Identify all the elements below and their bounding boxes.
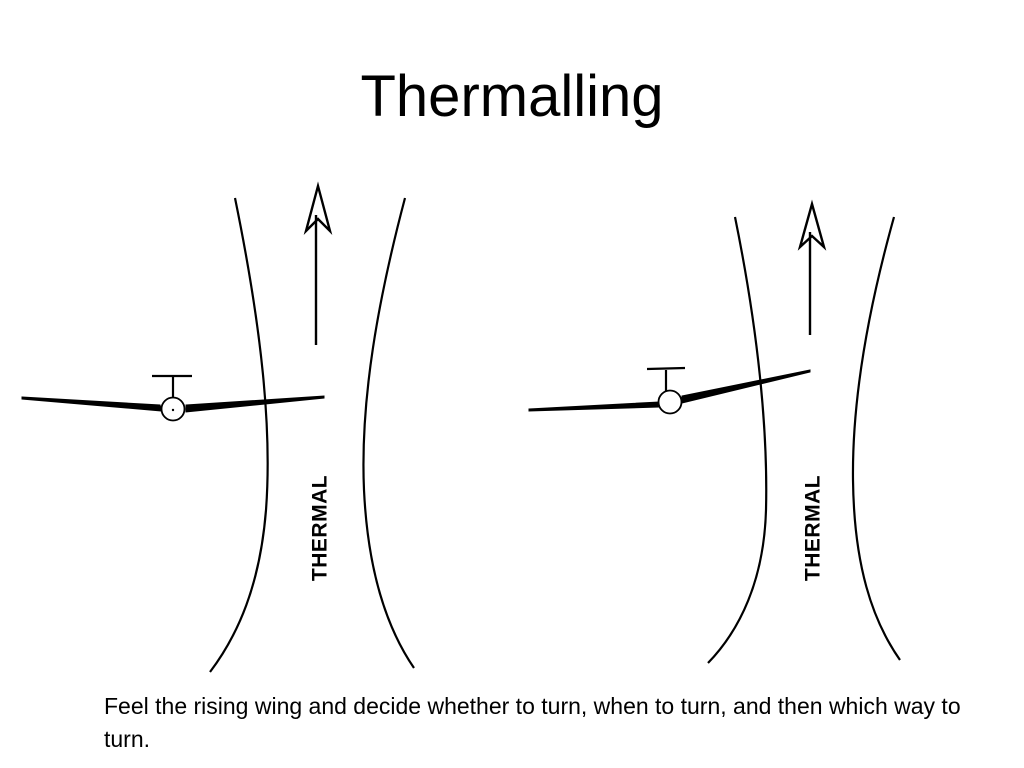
right-thermal-boundary-right [851, 216, 901, 661]
right-thermal-label: THERMAL [802, 475, 825, 581]
left-thermal-boundary-right [362, 197, 415, 669]
right-glider-fuselage [657, 389, 683, 415]
left-rising-air-arrow [303, 181, 333, 345]
left-diagram: THERMAL [21, 181, 415, 673]
left-glider-left-wing [21, 396, 163, 412]
left-glider-right-wing [185, 395, 325, 413]
left-glider [21, 374, 325, 422]
right-glider [528, 366, 811, 415]
slide-caption: Feel the rising wing and decide whether … [104, 693, 961, 752]
slide-title: Thermalling [360, 64, 664, 129]
right-thermal-boundary-left [707, 216, 768, 664]
left-thermal-label: THERMAL [309, 475, 332, 581]
right-rising-air-arrow [797, 199, 827, 335]
left-thermal-boundary-left [209, 197, 269, 673]
right-glider-right-wing [681, 369, 811, 404]
right-diagram: THERMAL [528, 199, 901, 664]
right-glider-left-wing [528, 401, 660, 412]
